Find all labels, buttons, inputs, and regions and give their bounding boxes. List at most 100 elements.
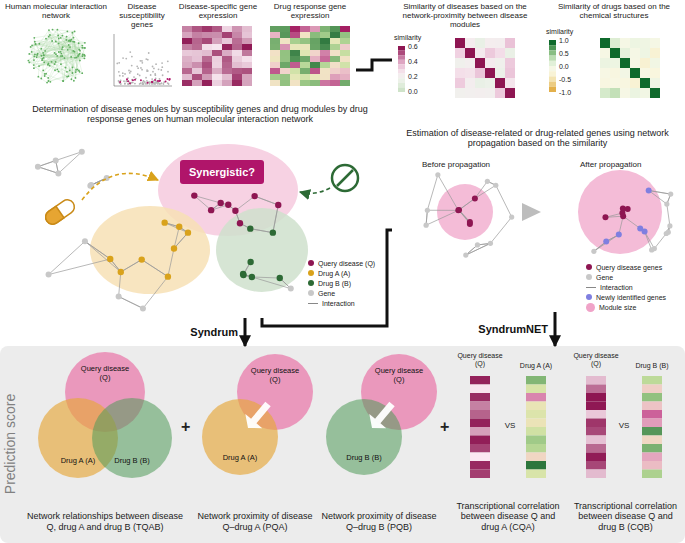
- drug-expression-heatmap: [290, 56, 300, 62]
- drug-similarity-heatmap: [549, 87, 556, 92]
- node-text: Network proximity of disease Q–drug A (P…: [196, 511, 314, 532]
- legend-text: Interaction: [600, 284, 633, 291]
- susceptibility-plot: [124, 73, 126, 75]
- interaction-network: [48, 63, 50, 65]
- module-network: [139, 256, 145, 262]
- module-network: [185, 229, 191, 235]
- drug-b-tablet: [332, 165, 358, 191]
- drug-expression-heatmap: [340, 56, 350, 62]
- susceptibility-plot: [134, 79, 136, 81]
- disease-expression-heatmap: [202, 80, 212, 86]
- node-text: Query disease (Q): [248, 367, 302, 384]
- propagation-network: [642, 229, 648, 235]
- propagation-network: [654, 233, 666, 248]
- drug-similarity-heatmap: [630, 68, 640, 78]
- interaction-network: [61, 47, 70, 52]
- propagation-network: [623, 216, 640, 228]
- disease-expression-heatmap: [242, 50, 252, 56]
- interaction-network: [70, 56, 72, 58]
- expression-column: [642, 427, 662, 436]
- node-text: Drug B (B): [337, 454, 391, 463]
- interaction-network: [78, 54, 80, 56]
- venn-circle: Drug B (B): [326, 399, 402, 475]
- module-network: [82, 238, 88, 244]
- drug-expression-heatmap: [300, 32, 310, 38]
- edge-label: SyndrumNET: [478, 323, 548, 335]
- interaction-network: [61, 50, 67, 54]
- susceptibility-plot: [129, 72, 131, 74]
- interaction-network: [84, 42, 86, 44]
- drug-expression-heatmap: [300, 68, 310, 74]
- interaction-network: [61, 52, 73, 73]
- drug-expression-heatmap: [270, 50, 280, 56]
- interaction-network: [41, 30, 49, 78]
- expression-column: [526, 436, 546, 445]
- expression-column: [470, 444, 490, 453]
- disease-similarity-heatmap: [398, 38, 515, 98]
- susceptibility-plot: [131, 79, 133, 81]
- interaction-network: [43, 61, 45, 63]
- expression-column: [586, 376, 606, 385]
- propagation-network: [490, 217, 511, 243]
- susceptibility-plot: [149, 81, 151, 83]
- susceptibility-plot: [147, 82, 149, 84]
- disease-expression-heatmap: [182, 26, 192, 32]
- interaction-network: [75, 71, 77, 73]
- figure-label: 1.0: [559, 37, 569, 45]
- disease-similarity-heatmap: [475, 38, 485, 48]
- susceptibility-plot: [119, 81, 121, 83]
- drug-expression-heatmap: [310, 26, 320, 32]
- module-network: [35, 144, 308, 311]
- drug-expression-heatmap: [300, 80, 310, 86]
- drug-expression-heatmap: [320, 80, 330, 86]
- drug-expression-heatmap: [340, 62, 350, 68]
- disease-expression-heatmap: [232, 56, 242, 62]
- interaction-network: [38, 66, 40, 77]
- disease-expression-heatmap: [202, 56, 212, 62]
- drug-expression-heatmap: [280, 38, 290, 44]
- interaction-network: [67, 49, 69, 51]
- legend-row: Query disease (Q): [308, 258, 375, 268]
- propagation-network: [427, 210, 458, 211]
- susceptibility-plot: [150, 74, 152, 76]
- module-network: [165, 223, 188, 233]
- disease-similarity-heatmap: [455, 38, 465, 48]
- node-text: Drug A (A): [213, 454, 267, 463]
- drug-similarity-heatmap: [640, 68, 650, 78]
- drug-expression-heatmap: [270, 26, 350, 86]
- drug-similarity-heatmap: [600, 78, 610, 88]
- susceptibility-plot: [139, 60, 141, 62]
- susceptibility-plot: [114, 86, 172, 87]
- susceptibility-plot: [124, 83, 126, 85]
- susceptibility-plot: [161, 62, 163, 64]
- interaction-network: [50, 35, 79, 55]
- expression-column: [642, 453, 662, 462]
- drug-expression-heatmap: [280, 80, 290, 86]
- drug-similarity-heatmap: [650, 78, 660, 88]
- module-network: [208, 207, 214, 213]
- susceptibility-plot: [151, 83, 153, 85]
- disease-expression-heatmap: [212, 50, 222, 56]
- disease-similarity-heatmap: [398, 51, 405, 56]
- disease-expression-heatmap: [222, 32, 232, 38]
- interaction-network: [44, 50, 46, 52]
- module-network: [217, 200, 223, 206]
- drug-expression-heatmap: [290, 74, 300, 80]
- drug-expression-heatmap: [340, 26, 350, 32]
- expression-column: [586, 427, 606, 436]
- expression-column: [470, 461, 490, 470]
- score-term: Transcriptional correlation between dise…: [452, 350, 564, 536]
- disease-expression-heatmap: [192, 26, 202, 32]
- drug-expression-heatmap: [290, 32, 300, 38]
- node-text: Disease susceptibility genes: [110, 2, 174, 30]
- module-network: [273, 205, 278, 233]
- propagation-network: [467, 219, 473, 225]
- propagation-network: [594, 235, 619, 252]
- connector: [554, 312, 557, 346]
- legend-text: Gene: [596, 274, 613, 281]
- susceptibility-plot: [147, 59, 149, 61]
- disease-similarity-heatmap: [455, 58, 465, 68]
- interaction-network: [68, 44, 70, 46]
- module-network: [250, 229, 273, 233]
- interaction-network: [45, 38, 47, 40]
